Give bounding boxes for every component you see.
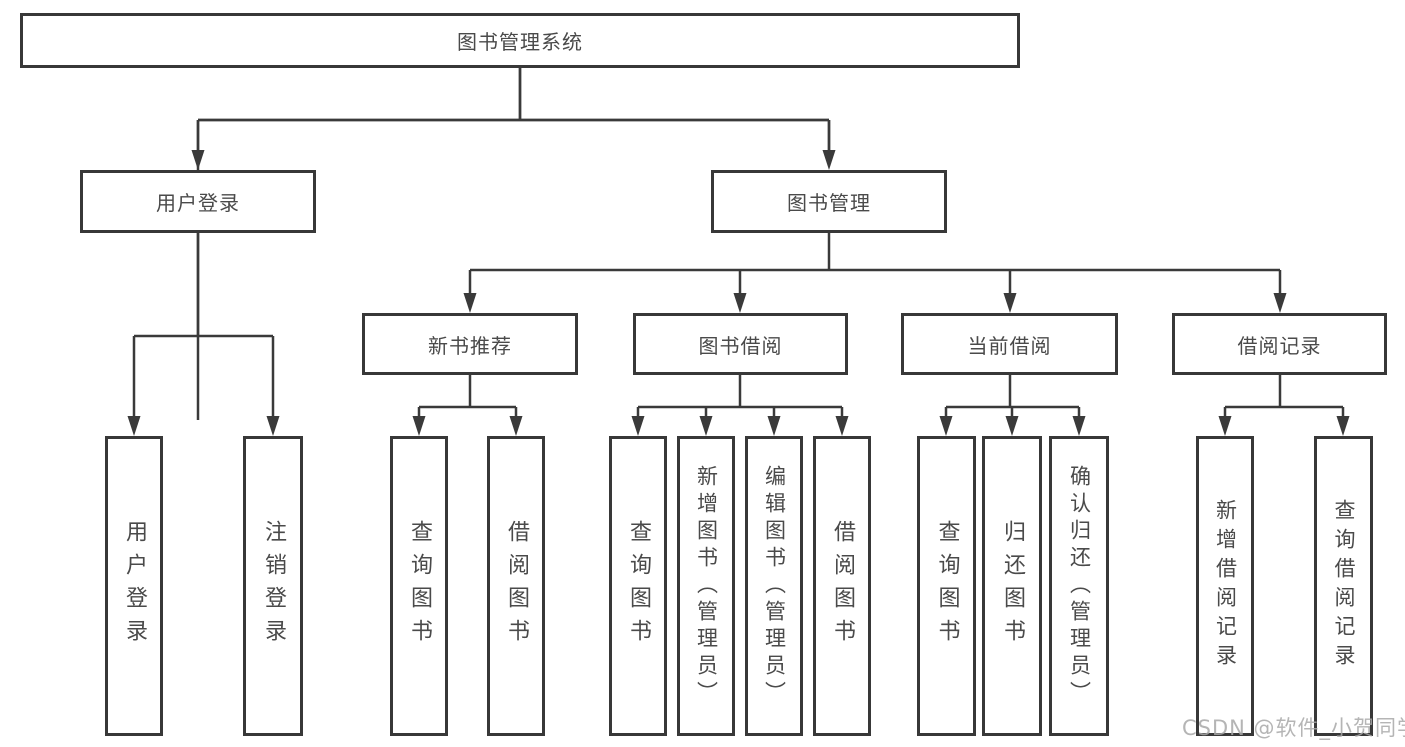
node-label: 图书借阅 xyxy=(698,333,783,358)
leaf-label: 查询借阅记录 xyxy=(1332,499,1356,673)
leaf-query-books-1: 查询图书 xyxy=(390,436,448,736)
node-label: 借阅记录 xyxy=(1237,333,1322,358)
leaf-edit-books-admin: 编辑图书（管理员） xyxy=(745,436,803,736)
node-label: 新书推荐 xyxy=(428,333,512,358)
leaf-label: 借阅图书 xyxy=(504,520,529,652)
leaf-add-books-admin: 新增图书（管理员） xyxy=(677,436,735,736)
leaf-label: 查询图书 xyxy=(626,520,651,652)
node-label: 当前借阅 xyxy=(967,333,1052,358)
leaf-confirm-return-admin: 确认归还（管理员） xyxy=(1049,436,1109,736)
leaf-label: 编辑图书（管理员） xyxy=(762,464,787,708)
node-label: 用户登录 xyxy=(156,191,240,215)
leaf-label: 归还图书 xyxy=(1000,520,1025,652)
node-current-borrow: 当前借阅 xyxy=(901,313,1118,375)
leaf-user-login: 用户登录 xyxy=(105,436,163,736)
node-user-login: 用户登录 xyxy=(80,170,316,233)
node-book-management: 图书管理 xyxy=(711,170,947,233)
leaf-borrow-books-1: 借阅图书 xyxy=(487,436,545,736)
leaf-label: 查询图书 xyxy=(934,520,960,652)
leaf-label: 查询图书 xyxy=(407,520,432,652)
leaf-add-borrow-record: 新增借阅记录 xyxy=(1196,436,1254,736)
node-new-book-recommend: 新书推荐 xyxy=(362,313,578,375)
leaf-query-borrow-record: 查询借阅记录 xyxy=(1314,436,1373,736)
leaf-label: 确认归还（管理员） xyxy=(1067,464,1092,708)
leaf-borrow-books-2: 借阅图书 xyxy=(813,436,871,736)
leaf-label: 借阅图书 xyxy=(830,520,855,652)
leaf-logout: 注销登录 xyxy=(243,436,303,736)
node-library-system-root: 图书管理系统 xyxy=(20,13,1020,68)
leaf-label: 新增图书（管理员） xyxy=(694,464,719,708)
csdn-watermark: CSDN @软件_小贺同学 xyxy=(1182,716,1405,740)
leaf-query-books-3: 查询图书 xyxy=(917,436,976,736)
leaf-query-books-2: 查询图书 xyxy=(609,436,667,736)
node-borrow-record: 借阅记录 xyxy=(1172,313,1387,375)
node-label: 图书管理系统 xyxy=(457,30,583,54)
leaf-label: 用户登录 xyxy=(122,520,147,652)
leaf-label: 新增借阅记录 xyxy=(1213,499,1238,673)
leaf-label: 注销登录 xyxy=(261,520,286,652)
node-label: 图书管理 xyxy=(787,191,871,215)
leaf-return-books: 归还图书 xyxy=(982,436,1042,736)
node-book-borrow: 图书借阅 xyxy=(633,313,848,375)
